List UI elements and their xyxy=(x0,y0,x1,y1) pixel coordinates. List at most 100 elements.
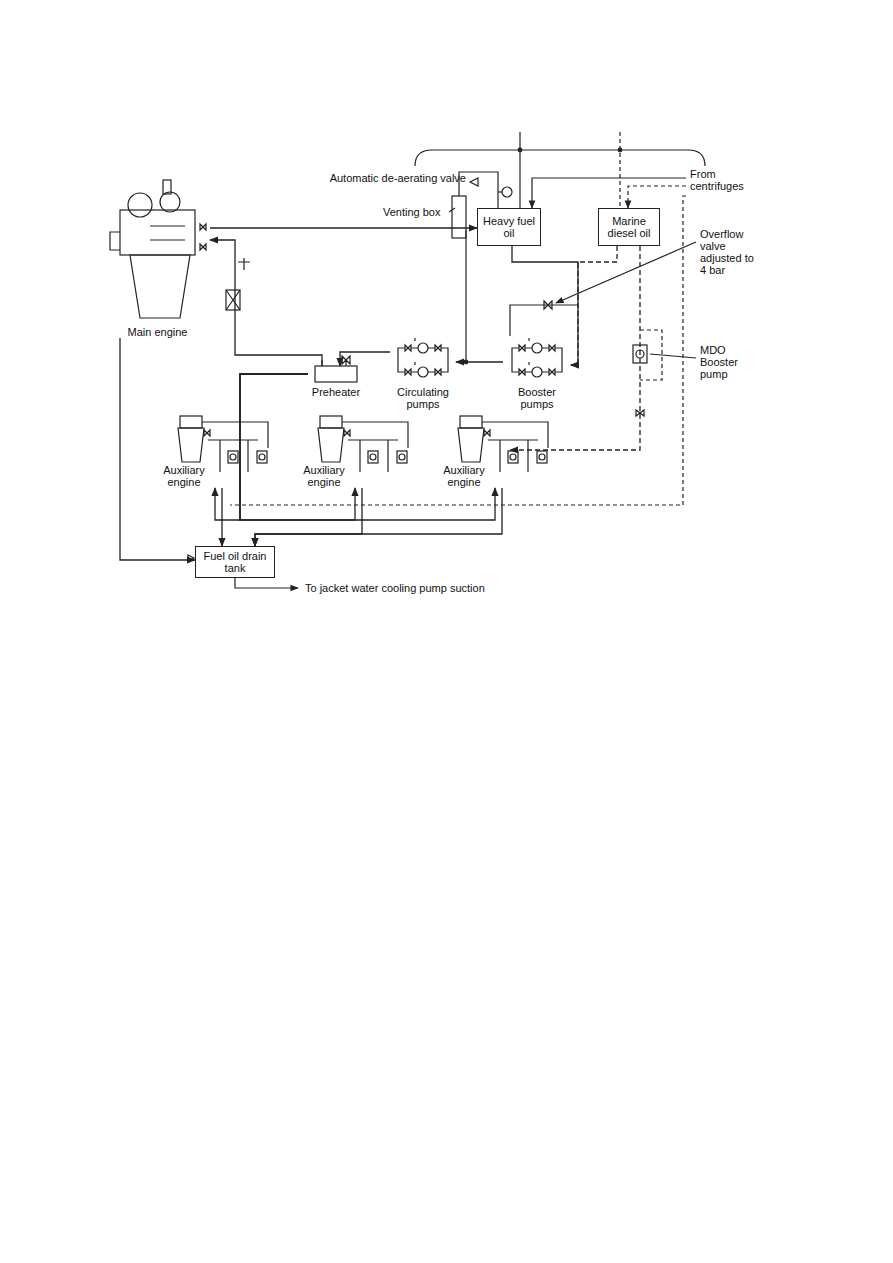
main-engine-drawing xyxy=(200,224,206,250)
engine-node: Main engine xyxy=(105,190,210,338)
engine-body xyxy=(318,428,344,462)
centrifuge-lines xyxy=(230,196,686,505)
fuel-pipe xyxy=(202,422,268,448)
pipe-connector xyxy=(240,374,495,520)
supply-bracket xyxy=(618,148,622,152)
callout-label: To jacket water cooling pump suction xyxy=(305,582,485,594)
pipe-connector xyxy=(255,488,502,546)
venting-box xyxy=(465,230,466,362)
heater-node: Preheater xyxy=(308,366,364,398)
pump-symbol xyxy=(532,343,542,353)
valve-symbol xyxy=(435,345,441,351)
engine-head xyxy=(460,416,482,428)
valve-stem xyxy=(528,338,529,341)
callout-label: MDO Booster pump xyxy=(700,344,748,380)
pipe-connector xyxy=(456,361,503,362)
supply-bracket xyxy=(519,132,520,208)
overflow-valve xyxy=(510,242,696,336)
filter-symbol xyxy=(230,454,236,460)
filter-symbol xyxy=(510,454,516,460)
engine-body xyxy=(178,428,204,462)
node-label: Fuel oil drain tank xyxy=(198,550,272,574)
node-label: Heavy fuel oil xyxy=(480,215,538,239)
node-label: Marine diesel oil xyxy=(601,215,657,239)
pipe-connector xyxy=(510,246,640,450)
valve-symbol xyxy=(549,369,555,375)
pipe-connector xyxy=(340,352,390,366)
pump-symbol xyxy=(532,367,542,377)
node-label: Circulating pumps xyxy=(390,386,456,410)
valve-symbol xyxy=(519,369,525,375)
valve-symbol xyxy=(405,345,411,351)
main-engine-drawing xyxy=(160,192,180,212)
filter-symbol xyxy=(228,451,238,463)
valve-symbol xyxy=(549,345,555,351)
engine-head xyxy=(180,416,202,428)
overflow-valve xyxy=(544,301,552,309)
pump-symbol xyxy=(418,367,428,377)
aux-engine-node: Auxiliary engine xyxy=(438,412,510,488)
mdo-booster-pump xyxy=(633,330,696,416)
valve-symbol xyxy=(344,430,350,436)
node-label: Auxiliary engine xyxy=(298,464,350,488)
venting-box xyxy=(470,178,478,186)
venting-box xyxy=(502,187,512,197)
tank-box: Heavy fuel oil xyxy=(477,208,541,246)
venting-box xyxy=(396,172,512,364)
mdo-booster-pump xyxy=(650,354,696,358)
centrifuge-lines xyxy=(532,178,686,208)
preheater xyxy=(315,366,357,382)
engine-head xyxy=(320,416,342,428)
preheater xyxy=(315,356,357,382)
node-label: Auxiliary engine xyxy=(158,464,210,488)
venting-box xyxy=(452,196,466,238)
filter-symbol xyxy=(368,451,378,463)
valve-stem xyxy=(528,362,529,365)
auxiliary-engine-drawings xyxy=(178,416,548,472)
supply-bracket xyxy=(518,148,522,152)
supply-bracket xyxy=(619,132,620,208)
node-label: Auxiliary engine xyxy=(438,464,490,488)
aux-engine-node: Auxiliary engine xyxy=(298,412,370,488)
venting-box xyxy=(498,191,502,192)
main-engine-drawing xyxy=(226,290,240,310)
filter-symbol xyxy=(539,454,545,460)
callout-label: Venting box xyxy=(383,206,441,218)
pipe-connector xyxy=(120,338,195,560)
valve-symbol xyxy=(435,369,441,375)
main-engine-drawing xyxy=(238,258,250,270)
fuel-pipe xyxy=(348,440,398,472)
main-engine-drawing xyxy=(130,255,190,318)
callout-label: Automatic de-aerating valve xyxy=(296,172,466,184)
filter-symbol xyxy=(397,451,407,463)
venting-box xyxy=(449,208,455,212)
pump-group-node: Circulating pumps xyxy=(390,336,456,410)
callout-label: From centrifuges xyxy=(690,168,752,192)
valve-symbol xyxy=(484,430,490,436)
pipe-connector xyxy=(221,488,222,546)
filter-symbol xyxy=(508,451,518,463)
filter-symbol xyxy=(370,454,376,460)
valve-symbol xyxy=(204,430,210,436)
filter-symbol xyxy=(257,451,267,463)
main-engine-drawing xyxy=(120,210,195,255)
node-label: Main engine xyxy=(105,326,210,338)
engine-body xyxy=(458,428,484,462)
valve-stem xyxy=(414,338,415,341)
overflow-valve xyxy=(556,242,696,303)
pipe-connector xyxy=(210,240,322,366)
main-engine-drawing xyxy=(226,290,240,310)
pipe-connector xyxy=(512,246,578,365)
preheater xyxy=(322,356,350,366)
aux-engine-node: Auxiliary engine xyxy=(158,412,230,488)
fuel-pipe xyxy=(488,440,538,472)
pipe-connector xyxy=(215,374,308,520)
pipe-connector xyxy=(210,227,477,228)
tank-box: Fuel oil drain tank xyxy=(195,546,275,578)
main-engine-drawing xyxy=(110,226,185,250)
fuel-pipe xyxy=(482,422,548,448)
filter-symbol xyxy=(259,454,265,460)
filter-symbol xyxy=(537,451,547,463)
